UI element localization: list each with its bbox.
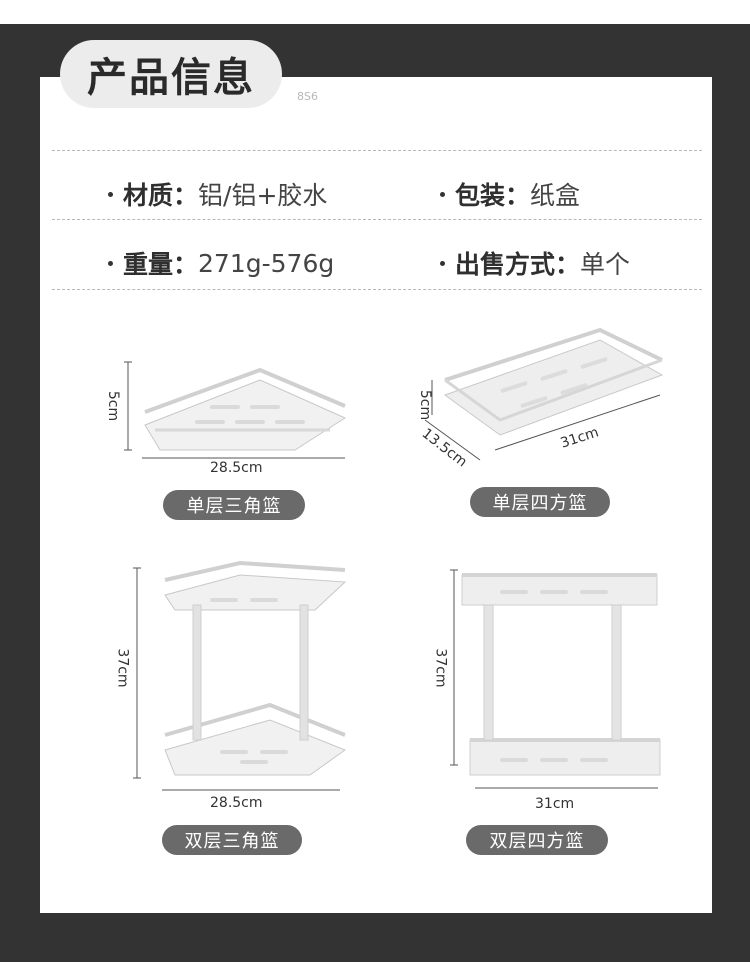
spec-colon: ： — [173, 181, 199, 210]
spec-key: 包装 — [455, 181, 506, 210]
bullet-icon — [440, 260, 445, 266]
double-square-basket-image — [450, 569, 661, 789]
spec-value: 单个 — [580, 250, 631, 279]
width-dimension: 31cm — [535, 796, 575, 812]
product-name-pill: 双层三角篮 — [162, 825, 302, 855]
height-dimension: 5cm — [417, 389, 434, 421]
product-name-pill: 单层三角篮 — [163, 490, 305, 520]
spec-packaging: 包装： 纸盒 — [440, 176, 580, 212]
spec-colon: ： — [505, 181, 531, 210]
height-dimension: 37cm — [114, 648, 131, 688]
spec-value: 纸盒 — [530, 181, 581, 210]
double-triangle-basket-image — [133, 560, 347, 791]
width-dimension: 28.5cm — [210, 795, 263, 811]
divider — [52, 219, 702, 220]
spec-key: 材质 — [123, 181, 174, 210]
page-title: 产品信息 — [60, 40, 282, 108]
single-triangle-basket-image — [124, 361, 347, 459]
spec-colon: ： — [173, 250, 199, 279]
spec-value: 铝/铝+胶水 — [198, 181, 328, 210]
product-name-pill: 双层四方篮 — [466, 825, 608, 855]
height-dimension: 37cm — [432, 648, 449, 688]
divider — [52, 289, 702, 290]
height-dimension: 5cm — [105, 390, 122, 422]
spec-key: 重量 — [123, 250, 174, 279]
spec-colon: ： — [555, 250, 581, 279]
spec-sale: 出售方式： 单个 — [440, 245, 630, 281]
spec-weight: 重量： 271g-576g — [108, 245, 334, 281]
spec-value: 271g-576g — [198, 248, 335, 278]
width-dimension: 28.5cm — [210, 460, 263, 476]
bullet-icon — [440, 191, 445, 197]
spec-key: 出售方式 — [455, 250, 556, 279]
bullet-icon — [108, 191, 113, 197]
single-square-basket-image — [424, 327, 664, 461]
bullet-icon — [108, 260, 113, 266]
spec-material: 材质： 铝/铝+胶水 — [108, 176, 327, 212]
product-name-pill: 单层四方篮 — [470, 487, 610, 517]
divider — [52, 150, 702, 151]
product-code: 8S6 — [297, 90, 318, 103]
